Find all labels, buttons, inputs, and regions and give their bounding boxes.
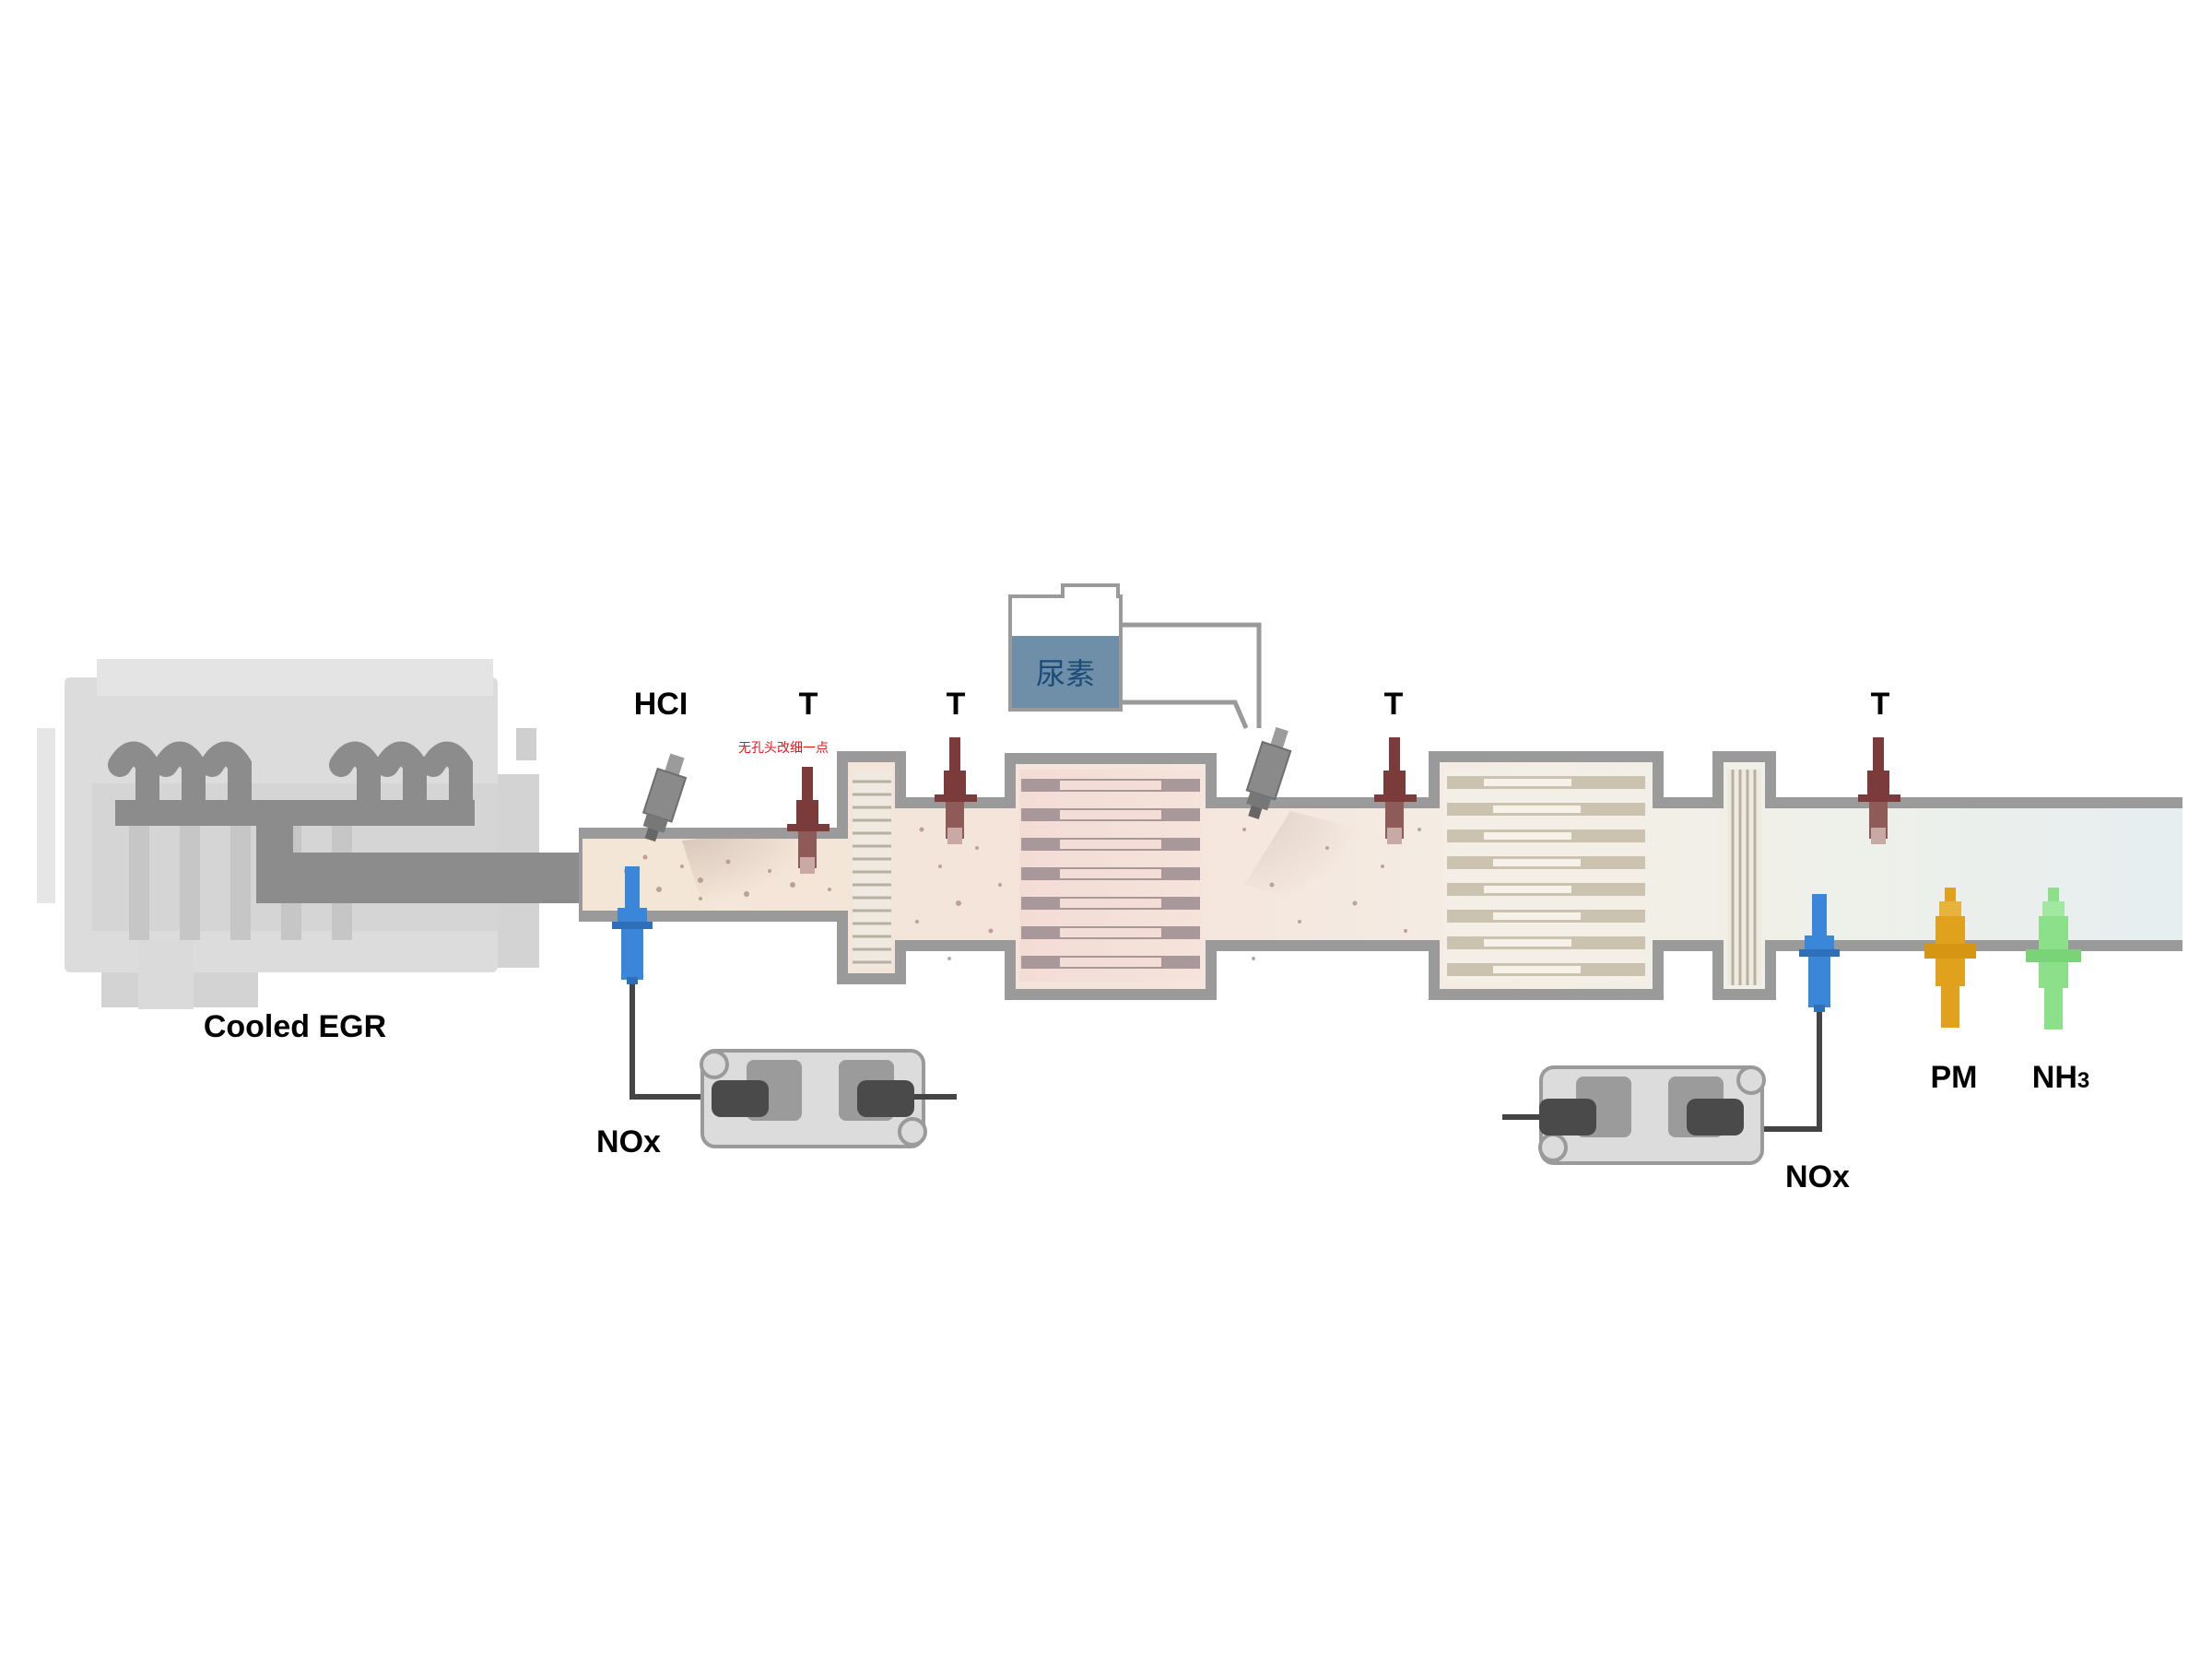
nox-control-unit-upstream [700, 1049, 957, 1148]
urea-spray [1244, 811, 1364, 903]
nox-sensor-downstream-label: NOx [1785, 1159, 1850, 1194]
pm-sensor [1924, 888, 1976, 1028]
particulate-filter [1019, 770, 1202, 982]
nox-sensor-downstream [1733, 894, 1840, 1132]
urea-tank [1008, 583, 1262, 729]
hc-injector [641, 753, 688, 842]
temp-sensor-3 [1374, 737, 1417, 844]
urea-tank-label: 尿素 [1036, 656, 1095, 691]
exhaust-line [579, 751, 2183, 1000]
temp-sensor-2-label: T [947, 687, 966, 722]
temp-sensor-4 [1858, 737, 1900, 844]
temp-sensor-4-label: T [1871, 687, 1890, 722]
temp-sensor-2 [935, 737, 977, 844]
hc-spray [682, 830, 811, 903]
ammonia-slip-catalyst [1727, 770, 1761, 985]
pm-sensor-label: PM [1931, 1060, 1978, 1095]
annotation-note: 无孔头改细一点 [738, 741, 829, 756]
hc-injector-label: HCI [634, 687, 688, 722]
engine [37, 659, 582, 1009]
temp-sensor-3-label: T [1384, 687, 1404, 722]
nox-sensor-upstream [612, 866, 719, 1100]
scr-catalyst [1443, 770, 1649, 983]
engine-label: Cooled EGR [204, 1009, 386, 1044]
temp-sensor-1-label: T [799, 687, 818, 722]
nox-sensor-upstream-label: NOx [596, 1124, 661, 1159]
nh3-sensor-label: NH3 [2032, 1060, 2089, 1095]
nox-control-unit-downstream [1502, 1065, 1766, 1165]
urea-doser [1245, 726, 1292, 819]
oxidation-catalyst [853, 770, 891, 968]
temp-sensor-1 [787, 767, 830, 874]
nh3-sensor [2026, 888, 2081, 1030]
